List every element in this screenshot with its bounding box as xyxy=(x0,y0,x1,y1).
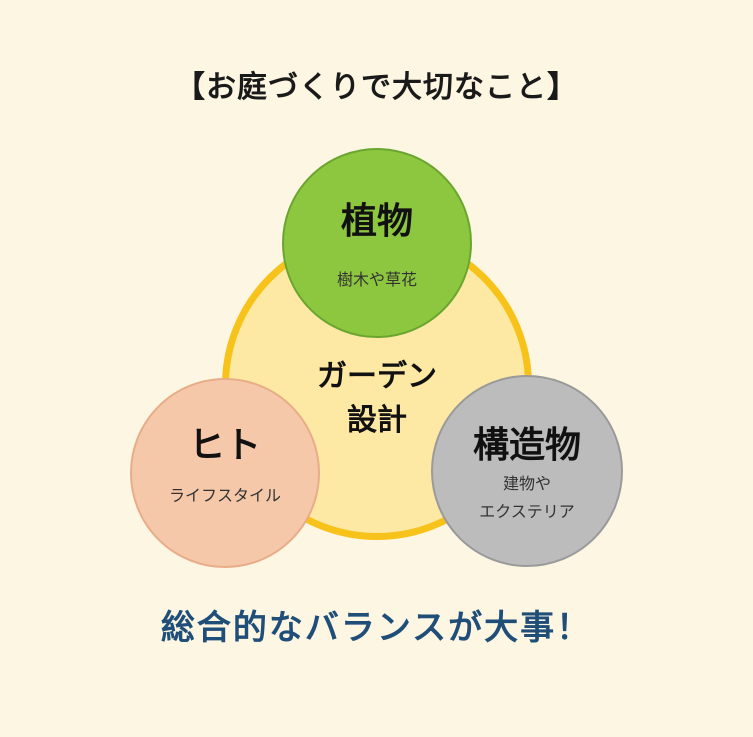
people-circle xyxy=(130,378,320,568)
diagram-title: 【お庭づくりで大切なこと】 xyxy=(175,70,578,105)
plants-title: 植物 xyxy=(340,201,413,242)
conclusion-text: 総合的なバランスが大事！ xyxy=(160,608,593,648)
plants-circle xyxy=(282,148,472,338)
structures-title: 構造物 xyxy=(472,425,581,466)
structures-subtitle-line2: エクステリア xyxy=(479,502,575,521)
plants-subtitle: 樹木や草花 xyxy=(336,270,417,289)
garden-design-label: ガーデン 設計 xyxy=(277,355,477,443)
structures-circle xyxy=(431,375,623,567)
structures-subtitle-line1: 建物や xyxy=(502,474,551,493)
garden-design-line2: 設計 xyxy=(347,403,407,438)
people-subtitle: ライフスタイル xyxy=(168,486,281,505)
people-title: ヒト xyxy=(188,425,261,466)
garden-design-line1: ガーデン xyxy=(317,359,437,394)
